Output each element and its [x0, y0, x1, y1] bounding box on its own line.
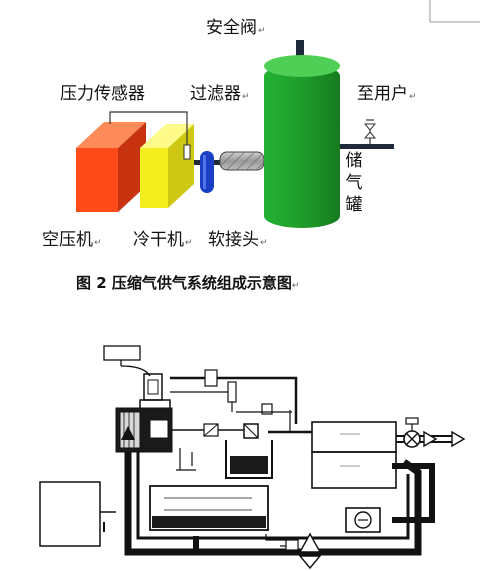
pressure-sensor-bracket	[109, 111, 188, 145]
outlet-pipe	[340, 119, 394, 149]
page-corner-mark	[429, 0, 480, 23]
label-to-user: 至用户↵	[357, 84, 417, 104]
label-dryer: 冷干机↵	[133, 230, 193, 250]
label-filter: 过滤器↵	[190, 84, 250, 104]
figure-caption: 图 2 压缩气供气系统组成示意图↵	[76, 274, 300, 292]
schematic-diagram	[39, 345, 466, 570]
label-compressor: 空压机↵	[42, 230, 102, 250]
soft-joint	[219, 151, 265, 171]
pressure-sensor	[183, 144, 191, 160]
label-pressure-sensor: 压力传感器	[60, 84, 145, 104]
label-tank: 储气罐	[345, 151, 363, 215]
filter	[200, 151, 214, 193]
label-soft-joint: 软接头↵	[208, 230, 268, 250]
storage-tank	[264, 55, 340, 228]
safety-valve-stem	[296, 40, 304, 64]
air-compressor	[76, 122, 146, 212]
refrigerated-dryer	[140, 124, 194, 208]
label-safety-valve: 安全阀↵	[206, 18, 266, 38]
